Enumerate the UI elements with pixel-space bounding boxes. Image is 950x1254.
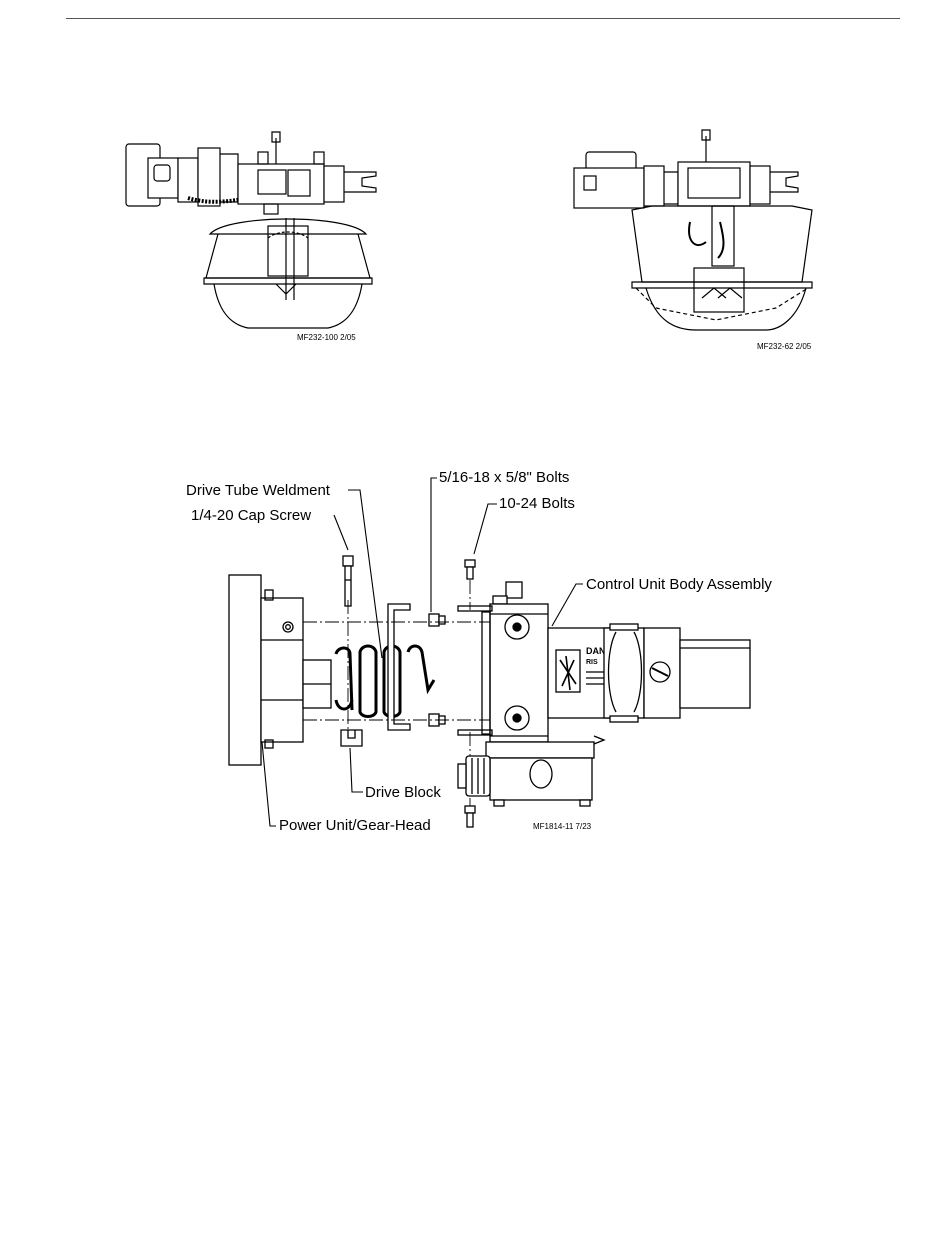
exploded-view-code: MF1814-11 7/23 [533, 822, 591, 831]
decal-text-line1: DAN [586, 646, 606, 656]
label-drive-tube-weldment: Drive Tube Weldment [186, 482, 330, 499]
label-cap-screw: 1/4-20 Cap Screw [191, 507, 311, 524]
bolts-5-16 [429, 614, 445, 726]
drive-tube-weldment [336, 646, 434, 717]
cap-screw [343, 556, 353, 606]
label-bolts-10-24: 10-24 Bolts [499, 495, 575, 512]
control-unit-body-assembly: DAN RIS [458, 582, 750, 806]
drive-block [341, 730, 362, 746]
label-bolts-5-16: 5/16-18 x 5/8" Bolts [439, 469, 569, 486]
label-drive-block: Drive Block [365, 784, 441, 801]
label-control-unit-body: Control Unit Body Assembly [586, 576, 772, 593]
label-power-unit: Power Unit/Gear-Head [279, 817, 431, 834]
power-unit-gear-head [229, 575, 331, 765]
decal-text-line2: RIS [586, 659, 598, 666]
